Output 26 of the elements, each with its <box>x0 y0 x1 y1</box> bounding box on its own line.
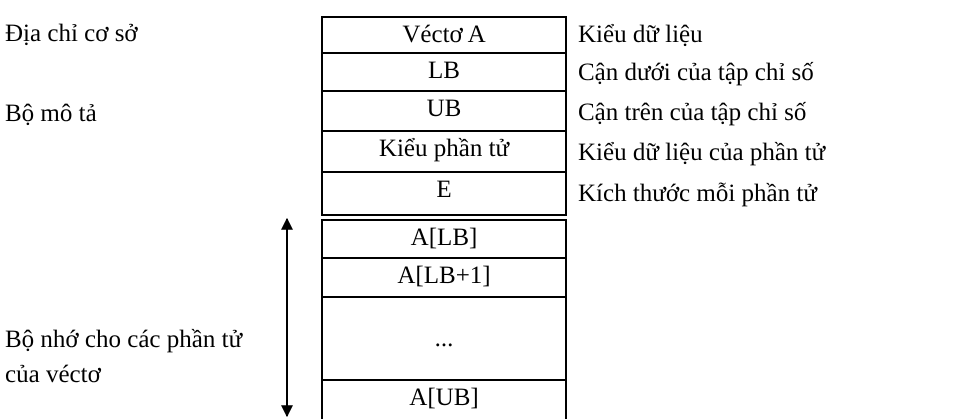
cell-text: LB <box>428 58 460 83</box>
table-cell <box>321 257 567 298</box>
table-cell <box>321 296 567 381</box>
side-label: Địa chỉ cơ sở <box>5 19 138 49</box>
table-cell <box>321 130 567 173</box>
side-label: Bộ mô tả <box>5 99 97 129</box>
cell-text: A[LB] <box>410 225 478 250</box>
cell-text: A[LB+1] <box>397 263 491 288</box>
cell-text: UB <box>426 96 462 121</box>
field-description: Kích thước mỗi phần tử <box>578 181 817 206</box>
cell-text: Véctơ A <box>402 22 486 47</box>
cell-text: A[UB] <box>409 385 479 410</box>
table-cell <box>321 379 567 419</box>
table-cell <box>321 90 567 132</box>
cell-text: E <box>436 177 452 202</box>
field-description: Kiểu dữ liệu <box>578 22 703 47</box>
field-description: Cận dưới của tập chỉ số <box>578 60 814 85</box>
table-cell <box>321 219 567 259</box>
side-label: Bộ nhớ cho các phần tử của véctơ <box>5 325 244 390</box>
table-cell <box>321 52 567 92</box>
field-description: Cận trên của tập chỉ số <box>578 100 806 125</box>
table-cell <box>321 171 567 216</box>
table-cell <box>321 16 567 54</box>
cell-text: ... <box>434 326 454 351</box>
field-description: Kiểu dữ liệu của phần tử <box>578 140 826 165</box>
cell-text: Kiểu phần tử <box>378 136 510 161</box>
